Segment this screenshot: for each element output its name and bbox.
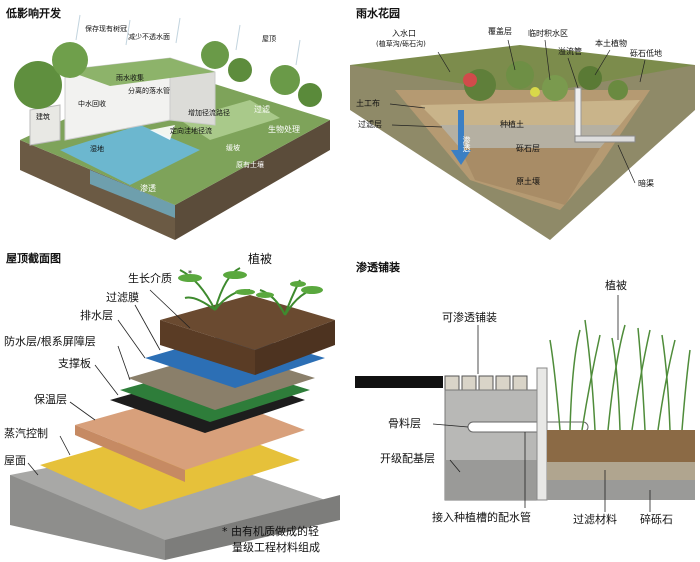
pp-crushed-stone <box>547 480 695 500</box>
gr-footnote-line2: 量级工程材料组成 <box>232 542 320 553</box>
lid-label-wetland: 湿地 <box>90 146 104 153</box>
pp-label-graded-base: 开级配基层 <box>380 453 435 464</box>
rg-title: 雨水花园 <box>356 8 400 19</box>
lid-label-rainwater-collection: 雨水收集 <box>116 75 144 82</box>
gr-label-support-board: 支撑板 <box>58 358 91 369</box>
rg-label-underdrain: 暗渠 <box>638 180 654 188</box>
lid-label-left-building: 建筑 <box>36 114 50 121</box>
gr-footnote-line1: * 由有机质做成的轻 <box>222 526 319 537</box>
lid-label-disconnected-downspout: 分离的落水管 <box>128 88 170 95</box>
panel-green-roof-section: 屋顶截面图 植被 生长介质 * 过滤膜 排水层 防水层/根系屏障层 支撑板 保温… <box>0 250 350 562</box>
lid-label-biofiltration: 生物处理 <box>268 126 300 134</box>
rg-label-inlet: 入水口 <box>392 30 416 38</box>
rg-label-filter-layer: 过滤层 <box>358 121 382 129</box>
pp-label-connected-pipe: 接入种植槽的配水管 <box>432 512 531 523</box>
lid-tree <box>52 42 88 78</box>
lid-label-slope: 缓坡 <box>226 145 240 152</box>
panel-rain-garden: 雨水花园 入水口 (植草沟/砾石沟) 覆盖层 临时积水区 溢流管 本土植物 砾石… <box>350 0 700 250</box>
pp-title: 渗透铺装 <box>356 262 400 273</box>
gr-label-vegetation: 植被 <box>248 253 272 265</box>
pp-grasses <box>550 320 690 430</box>
gr-label-asterisk: * <box>188 270 192 278</box>
pp-curb <box>537 368 547 500</box>
pp-label-permeable-paving: 可渗透铺装 <box>442 312 497 323</box>
gr-label-insulation: 保温层 <box>34 394 67 405</box>
lid-label-reduce-impervious: 减少不透水面 <box>128 34 170 41</box>
gr-label-waterproof: 防水层/根系屏障层 <box>4 336 96 347</box>
pp-filter-material <box>547 462 695 480</box>
lid-tree <box>228 58 252 82</box>
rg-label-gravel-depression: 砾石低地 <box>630 50 662 58</box>
rg-label-inlet-sub: (植草沟/砾石沟) <box>376 41 426 48</box>
lid-tree <box>201 41 229 69</box>
lid-label-green-roof: 屋顶 <box>262 36 276 43</box>
lid-label-extend-flow-path: 增加径流路径 <box>188 110 230 117</box>
gr-fern-leaves <box>178 271 323 298</box>
rg-label-gravel-layer: 砾石层 <box>516 145 540 153</box>
lid-title: 低影响开发 <box>6 8 61 19</box>
gr-label-vapor-control: 蒸汽控制 <box>4 428 48 439</box>
gr-label-drainage-layer: 排水层 <box>80 310 113 321</box>
lid-label-infiltration: 渗透 <box>140 185 156 193</box>
panel-low-impact-development: 低影响开发 保存现有树冠 减少不透水面 屋顶 雨水收集 中水回收 分离的落水管 … <box>0 0 350 250</box>
pp-paver-blocks <box>445 376 527 390</box>
lid-label-permeable-soil: 原有土壤 <box>236 162 264 169</box>
rg-label-infiltrate: 渗透 <box>462 136 470 152</box>
gr-title: 屋顶截面图 <box>6 253 61 264</box>
gr-label-filter-membrane: 过滤膜 <box>106 292 139 303</box>
lid-left-building <box>30 105 60 145</box>
panel-permeable-paving: 渗透铺装 可渗透铺装 植被 骨料层 开级配基层 接入种植槽的配水管 过滤材料 碎… <box>350 250 700 562</box>
rg-label-overflow: 溢流管 <box>558 48 582 56</box>
rg-label-ponding: 临时积水区 <box>528 30 568 38</box>
lid-label-directional-swale: 定向洼地径流 <box>170 128 212 135</box>
rg-underdrain-pipe <box>575 136 635 142</box>
lid-tree <box>270 65 300 95</box>
gr-label-roof-deck: 屋面 <box>4 455 26 466</box>
gr-label-growing-medium: 生长介质 <box>128 273 172 284</box>
rg-label-geotextile: 土工布 <box>356 100 380 108</box>
rg-overflow-pipe <box>575 88 581 138</box>
lid-label-filtration: 过滤 <box>254 106 270 114</box>
green-roof-illustration <box>0 250 350 562</box>
rg-label-native-soil: 原土壤 <box>516 178 540 186</box>
rg-label-planting-soil: 种植土 <box>500 121 524 129</box>
pp-graded-base <box>445 460 537 500</box>
rg-label-native-plants: 本土植物 <box>595 40 627 48</box>
lid-label-retain-trees: 保存现有树冠 <box>85 26 127 33</box>
pp-label-aggregate: 骨料层 <box>388 418 421 429</box>
lid-label-gray-water: 中水回收 <box>78 101 106 108</box>
pp-label-vegetation: 植被 <box>605 280 627 291</box>
pp-planter-soil <box>547 430 695 462</box>
lid-tree <box>298 83 322 107</box>
pp-label-filter-material: 过滤材料 <box>573 514 617 525</box>
pp-label-crushed-stone: 碎砾石 <box>640 514 673 525</box>
pp-asphalt <box>355 376 443 388</box>
rg-label-mulch: 覆盖层 <box>488 28 512 36</box>
